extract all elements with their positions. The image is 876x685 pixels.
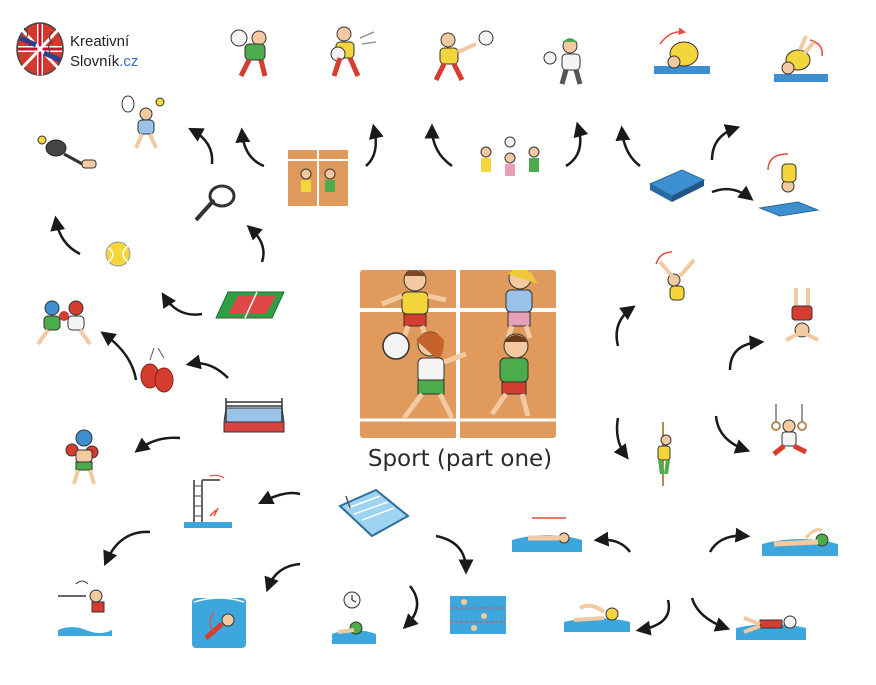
volleyball-spike-icon (230, 29, 268, 78)
boxing-ring-icon (223, 398, 285, 433)
page-title: Sport (part one) (367, 446, 553, 472)
cartwheel-icon (655, 251, 696, 301)
backflip-icon (774, 35, 828, 82)
logo[interactable]: Kreativní Slovník.cz (14, 18, 154, 80)
underwater-diver-icon (192, 597, 246, 648)
tennis-serve-icon (121, 95, 165, 149)
ball-catch-icon (543, 38, 583, 85)
logo-tld: .cz (119, 53, 139, 70)
dodgeball-court-icon (288, 150, 348, 206)
ball-throw-icon (433, 30, 494, 82)
tennis-ball-icon (105, 241, 131, 267)
diver-jump-icon (58, 580, 112, 636)
brain-flag-logo-icon (16, 22, 64, 76)
logo-text: Kreativní Slovník.cz (70, 32, 138, 72)
rope-climb-icon (657, 422, 672, 486)
diving-tower-icon (184, 474, 232, 528)
breaststroke-swimmer-icon (736, 615, 806, 640)
gym-mat-icon (648, 169, 706, 202)
dodgeball-group-icon (480, 136, 540, 176)
boxing-gloves-icon (140, 347, 174, 393)
mat-somersault-icon (758, 153, 820, 217)
butterfly-swimmer-icon (564, 603, 630, 632)
freestyle-swimmer-icon (762, 528, 838, 556)
boxer-icon (65, 429, 99, 485)
logo-name-line2: Slovník (70, 53, 120, 70)
tennis-racket-hit-icon (37, 135, 97, 169)
central-dodgeball-illustration (360, 270, 556, 438)
backstroke-swimmer-icon (512, 517, 582, 552)
handstand-icon (785, 288, 819, 342)
rings-gymnast-icon (771, 404, 808, 456)
forward-roll-icon (654, 27, 710, 74)
boxing-match-icon (36, 300, 92, 346)
logo-name-line1: Kreativní (70, 33, 130, 50)
swim-race-icon (450, 596, 506, 634)
tennis-court-icon (215, 291, 285, 319)
swimming-pool-icon (338, 488, 410, 538)
tennis-racket-icon (194, 184, 236, 222)
volleyball-hit-icon (330, 26, 377, 78)
swimmer-breathing-icon (332, 591, 376, 644)
